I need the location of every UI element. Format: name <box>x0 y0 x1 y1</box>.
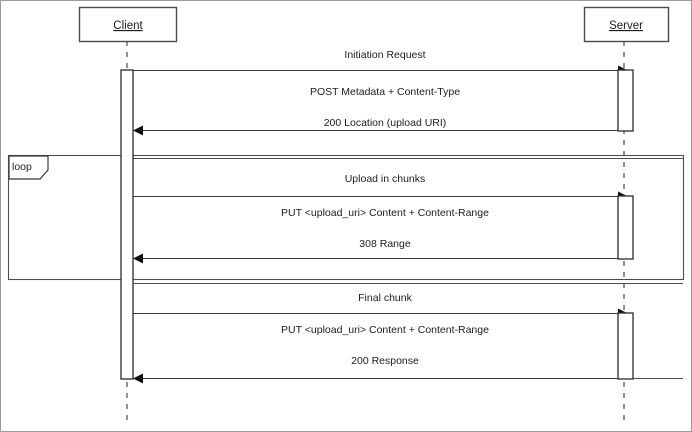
loop-fragment-label: loop <box>12 161 32 173</box>
participant-label-client: Client <box>113 20 143 32</box>
participant-server[interactable]: Server <box>583 6 670 43</box>
participant-box-client[interactable] <box>78 6 178 43</box>
participant-label-server: Server <box>609 20 643 32</box>
message-label-put-chunk: PUT <upload_uri> Content + Content-Range <box>281 207 489 219</box>
arrowhead-200-response <box>133 373 143 384</box>
activation-bar-server-initiation <box>617 69 634 132</box>
loop-fragment-tab <box>8 155 49 180</box>
activation-bar-client <box>120 69 134 380</box>
arrowhead-308-range <box>133 253 143 264</box>
section-final: Final chunk PUT <upload_uri> Content + C… <box>127 282 683 384</box>
section-chunks: loop Upload in chunks PUT <upload_uri> C… <box>7 154 685 281</box>
message-label-put-final: PUT <upload_uri> Content + Content-Range <box>281 324 489 336</box>
message-label-post-metadata: POST Metadata + Content-Type <box>310 86 460 98</box>
message-label-200-location: 200 Location (upload URI) <box>324 117 447 129</box>
group-label-final: Final chunk <box>358 292 412 304</box>
arrowhead-200-location <box>133 125 143 136</box>
participant-client[interactable]: Client <box>78 6 178 43</box>
activation-bar-server-final <box>617 312 634 380</box>
activation-bar-server-chunks <box>617 195 634 260</box>
message-label-308-range: 308 Range <box>359 238 411 250</box>
group-label-initiation: Initiation Request <box>344 49 425 61</box>
group-label-chunks: Upload in chunks <box>345 173 426 185</box>
message-label-200-response: 200 Response <box>351 355 419 367</box>
participant-box-server[interactable] <box>583 6 670 43</box>
